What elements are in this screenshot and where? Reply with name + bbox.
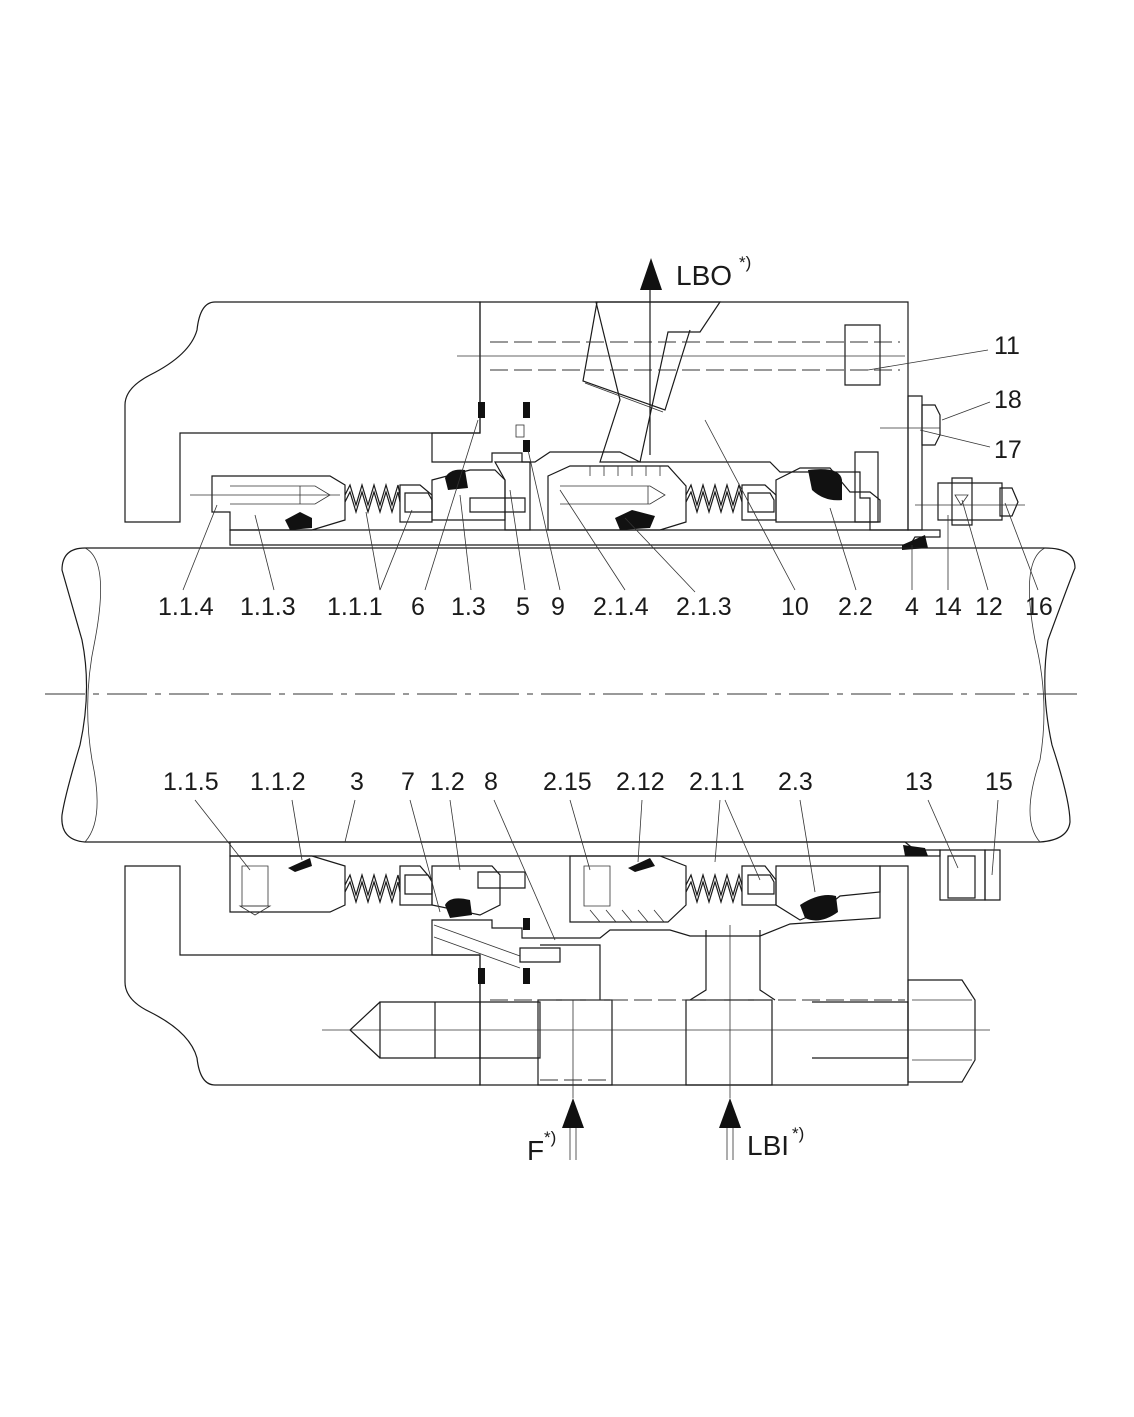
label-1-1-4: 1.1.4 <box>158 593 214 621</box>
label-2-1-1: 2.1.1 <box>689 768 745 796</box>
label-2-3: 2.3 <box>778 768 813 796</box>
label-2-15: 2.15 <box>543 768 592 796</box>
label-1-1-1: 1.1.1 <box>327 593 383 621</box>
face-2-2-upper <box>775 467 881 523</box>
shaft-body <box>61 547 1076 843</box>
label-10: 10 <box>781 593 809 621</box>
lbo-arrow-icon <box>640 258 662 290</box>
label-6: 6 <box>411 593 425 621</box>
seal-faces <box>431 451 881 921</box>
label-1-3: 1.3 <box>451 593 486 621</box>
f-arrow-icon <box>562 1098 584 1128</box>
label-f: F <box>527 1135 544 1166</box>
label-14: 14 <box>934 593 962 621</box>
label-16: 16 <box>1025 593 1053 621</box>
seal-housing-upper <box>431 301 941 531</box>
label-lbi-sup: *) <box>792 1124 804 1143</box>
shaft <box>45 547 1085 843</box>
label-9: 9 <box>551 593 565 621</box>
o-rings <box>285 469 928 921</box>
label-17: 17 <box>994 436 1022 464</box>
upper-part-labels: 1.1.4 1.1.3 1.1.1 6 1.3 5 9 2.1.4 2.1.3 … <box>158 593 1053 621</box>
label-18: 18 <box>994 386 1022 414</box>
label-2-12: 2.12 <box>616 768 665 796</box>
label-2-1-4: 2.1.4 <box>593 593 649 621</box>
label-15: 15 <box>985 768 1013 796</box>
flow-arrows <box>562 258 741 1160</box>
seal-housing-lower <box>322 865 990 1086</box>
lower-part-labels: 1.1.5 1.1.2 3 7 1.2 8 2.15 2.12 2.1.1 2.… <box>163 768 1013 796</box>
springs <box>344 482 743 905</box>
label-3: 3 <box>350 768 364 796</box>
face-1-2-lower <box>431 865 501 916</box>
label-2-1-3: 2.1.3 <box>676 593 732 621</box>
spring-upper-left <box>344 482 401 508</box>
spring-lower-right <box>685 872 743 898</box>
right-side-labels: 11 18 17 <box>994 332 1022 464</box>
spring-upper-right <box>685 482 743 508</box>
label-1-1-5: 1.1.5 <box>163 768 219 796</box>
label-1-2: 1.2 <box>430 768 465 796</box>
label-1-1-3: 1.1.3 <box>240 593 296 621</box>
label-lbo-sup: *) <box>739 253 751 272</box>
label-5: 5 <box>516 593 530 621</box>
label-2-2: 2.2 <box>838 593 873 621</box>
lbi-arrow-icon <box>719 1098 741 1128</box>
label-lbi: LBI <box>747 1130 789 1161</box>
label-7: 7 <box>401 768 415 796</box>
label-11: 11 <box>994 332 1020 360</box>
label-13: 13 <box>905 768 933 796</box>
thrust-pieces <box>404 492 775 895</box>
label-12: 12 <box>975 593 1003 621</box>
casing-outline <box>124 301 481 1086</box>
label-1-1-2: 1.1.2 <box>250 768 306 796</box>
label-4: 4 <box>905 593 919 621</box>
shaft-sleeve-upper <box>190 465 1025 546</box>
leader-lines <box>182 349 1039 941</box>
label-lbo: LBO <box>676 260 732 291</box>
shaft-sleeve-lower <box>229 841 1001 923</box>
flow-labels: LBO *) F *) LBI *) <box>527 253 804 1166</box>
spring-lower-left <box>344 872 401 898</box>
label-f-sup: *) <box>544 1128 556 1147</box>
label-8: 8 <box>484 768 498 796</box>
